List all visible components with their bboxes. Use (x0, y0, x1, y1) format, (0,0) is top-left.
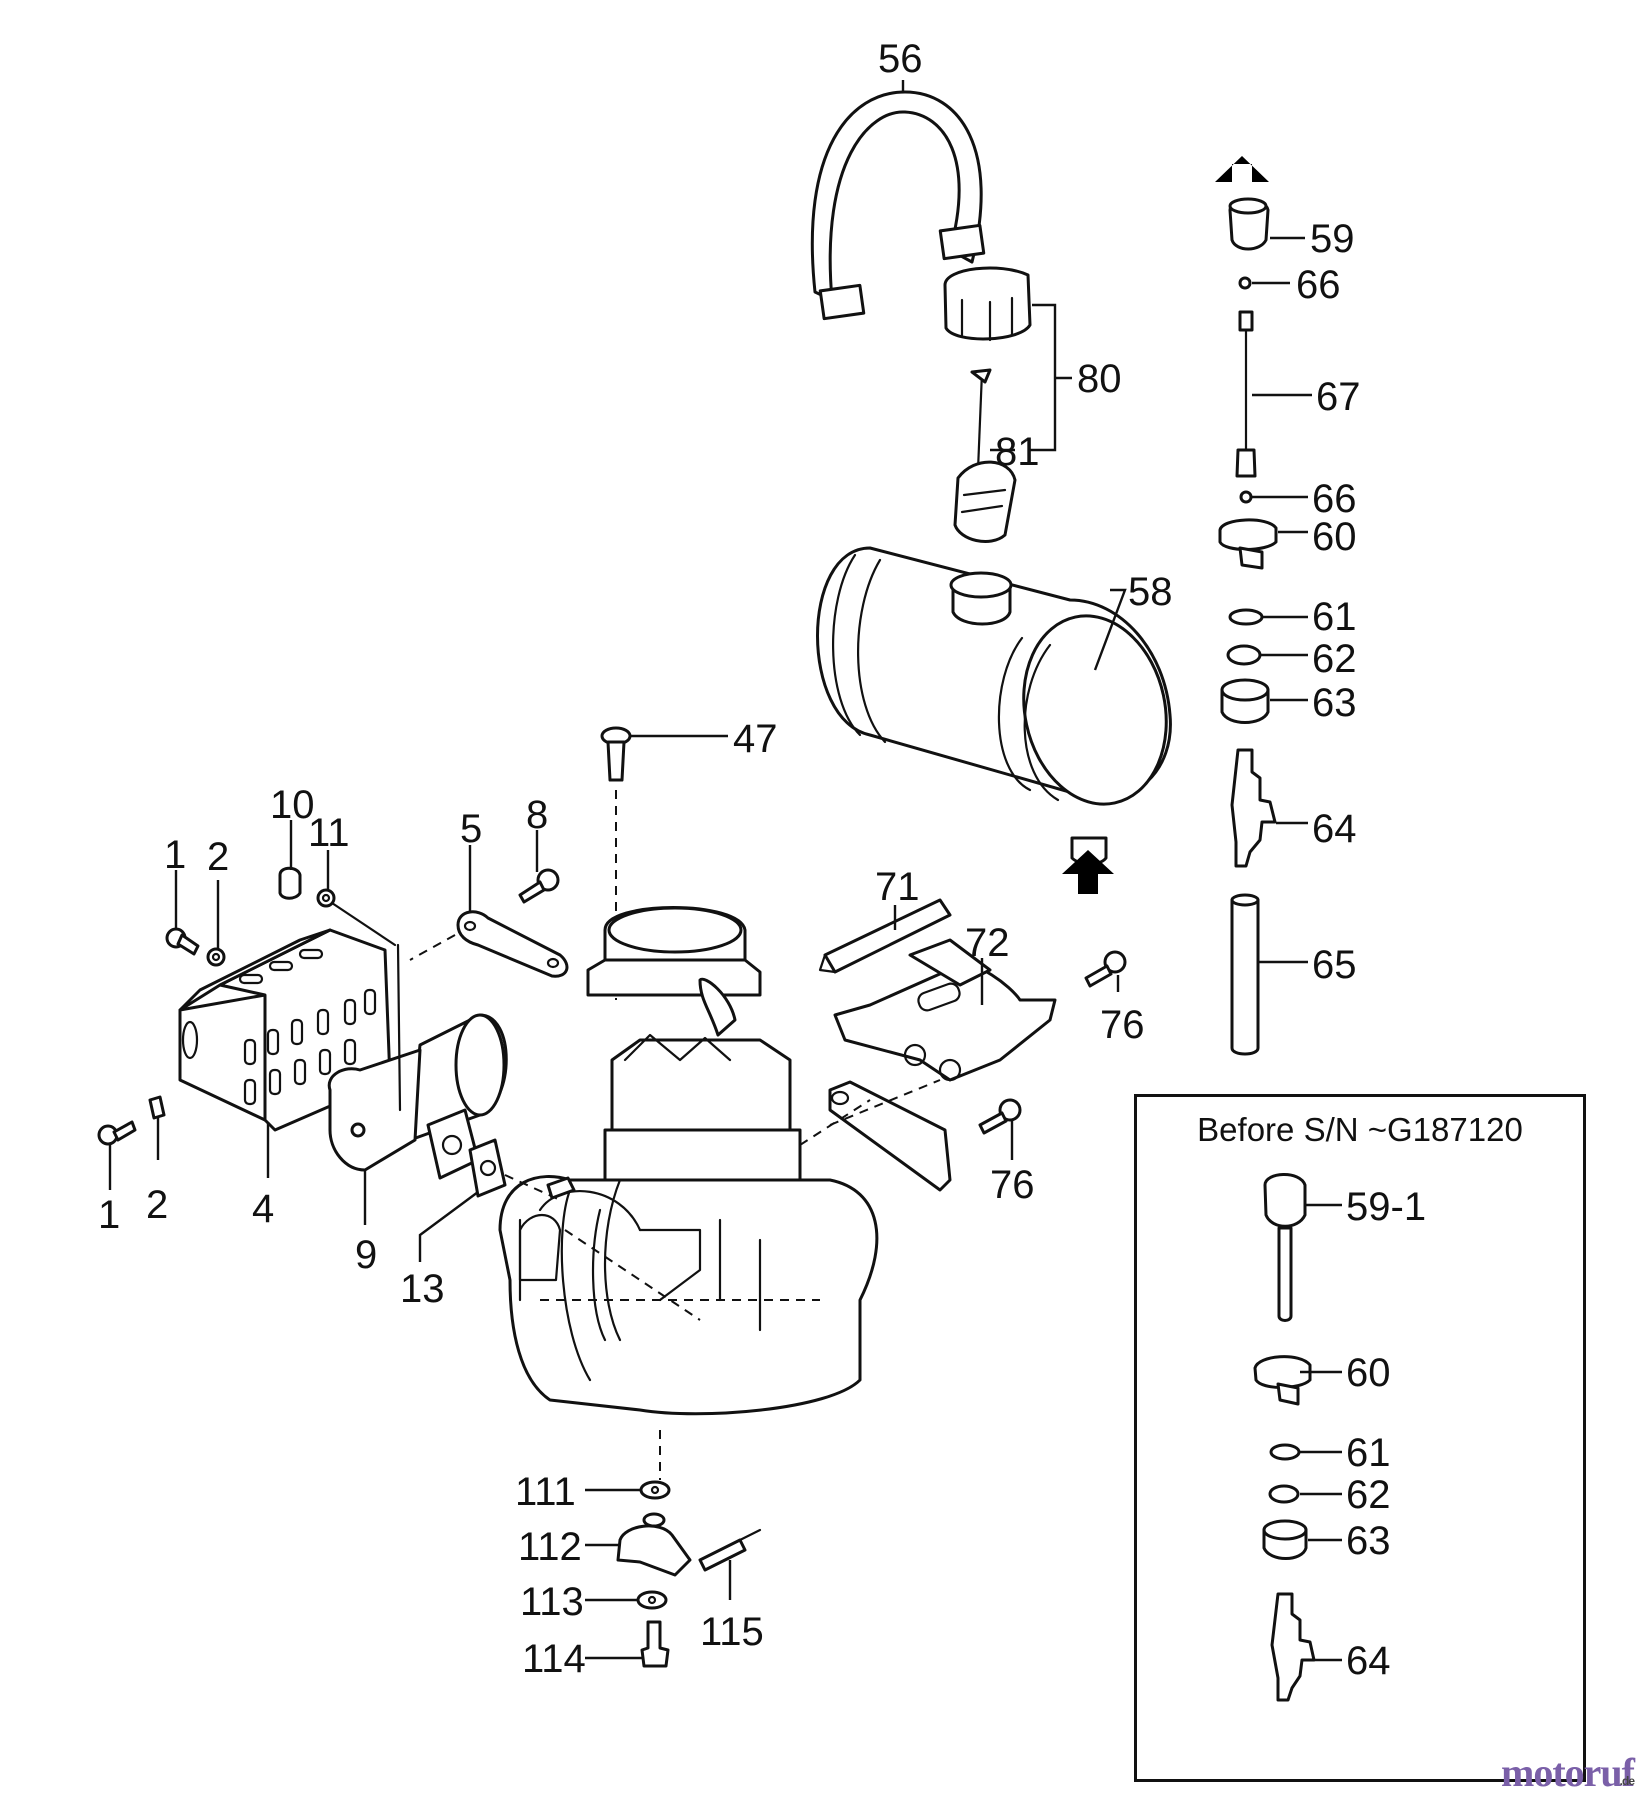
brand-logo: motoruf .de (1501, 1749, 1635, 1796)
part-fuel-tank (816, 546, 1172, 866)
part-muffler (327, 1013, 508, 1172)
inset-callout-61: 61 (1346, 1431, 1391, 1475)
inset-callout-62: 62 (1346, 1473, 1391, 1517)
callout-1-upper: 1 (164, 833, 186, 877)
callout-47: 47 (733, 717, 778, 761)
inset-title: Before S/N ~G187120 (1197, 1111, 1523, 1148)
part-bolt-47 (600, 726, 632, 1000)
callout-80: 80 (1077, 357, 1122, 401)
callout-10: 10 (270, 783, 315, 827)
callout-112: 112 (518, 1525, 582, 1569)
callout-5: 5 (460, 807, 482, 851)
flow-arrow-icon (1062, 850, 1114, 894)
callout-2-upper: 2 (207, 835, 229, 879)
part-bracket-5 (409, 868, 569, 978)
callout-9: 9 (355, 1233, 377, 1277)
callout-113: 113 (520, 1580, 584, 1624)
callout-65: 65 (1312, 943, 1357, 987)
callout-76-lower: 76 (990, 1163, 1035, 1207)
callout-63: 63 (1312, 681, 1357, 725)
inset-callout-63: 63 (1346, 1519, 1391, 1563)
callout-13: 13 (400, 1267, 445, 1311)
part-strap (810, 90, 986, 321)
callout-66-lower: 66 (1312, 477, 1357, 521)
callout-64: 64 (1312, 807, 1357, 851)
part-fuel-cap (943, 266, 1032, 342)
callout-59: 59 (1310, 217, 1355, 261)
inset-callout-59-1: 59-1 (1346, 1185, 1426, 1229)
callout-58: 58 (1128, 570, 1173, 614)
callout-61: 61 (1312, 595, 1357, 639)
inset-panel: Before S/N ~G187120 (1134, 1094, 1586, 1782)
callout-72: 72 (965, 921, 1010, 965)
callout-114: 114 (522, 1637, 586, 1681)
callout-62: 62 (1312, 637, 1357, 681)
callout-2-lower: 2 (146, 1183, 168, 1227)
leader-lines (108, 80, 1342, 1662)
callout-11: 11 (308, 811, 350, 855)
callout-76-upper: 76 (1100, 1003, 1145, 1047)
callout-67: 67 (1316, 375, 1361, 419)
callout-111: 111 (515, 1470, 576, 1514)
inset-parts (1253, 1173, 1316, 1702)
callout-115: 115 (700, 1610, 764, 1654)
part-fuel-line-column (1215, 156, 1278, 1056)
part-gaskets (426, 1108, 576, 1201)
callout-71: 71 (875, 865, 920, 909)
callout-1-lower: 1 (98, 1193, 120, 1237)
callout-81: 81 (995, 430, 1040, 474)
brand-suffix: .de (1619, 1774, 1635, 1788)
brand-name: motoruf (1501, 1750, 1635, 1795)
part-engine (498, 906, 879, 1480)
callout-labels: 56 59 66 80 67 81 66 60 58 61 62 63 47 6… (98, 37, 1426, 1683)
inset-callout-64: 64 (1346, 1639, 1391, 1683)
callout-56: 56 (878, 37, 923, 81)
part-governor-parts (616, 1480, 762, 1668)
callout-4: 4 (252, 1187, 274, 1231)
callout-66-upper: 66 (1296, 263, 1341, 307)
part-bracket-71 (818, 898, 952, 974)
part-filter-screen (953, 368, 1017, 544)
callout-60: 60 (1312, 515, 1357, 559)
part-bracket-72 (799, 938, 1127, 1192)
callout-8: 8 (526, 793, 548, 837)
inset-callout-60: 60 (1346, 1351, 1391, 1395)
